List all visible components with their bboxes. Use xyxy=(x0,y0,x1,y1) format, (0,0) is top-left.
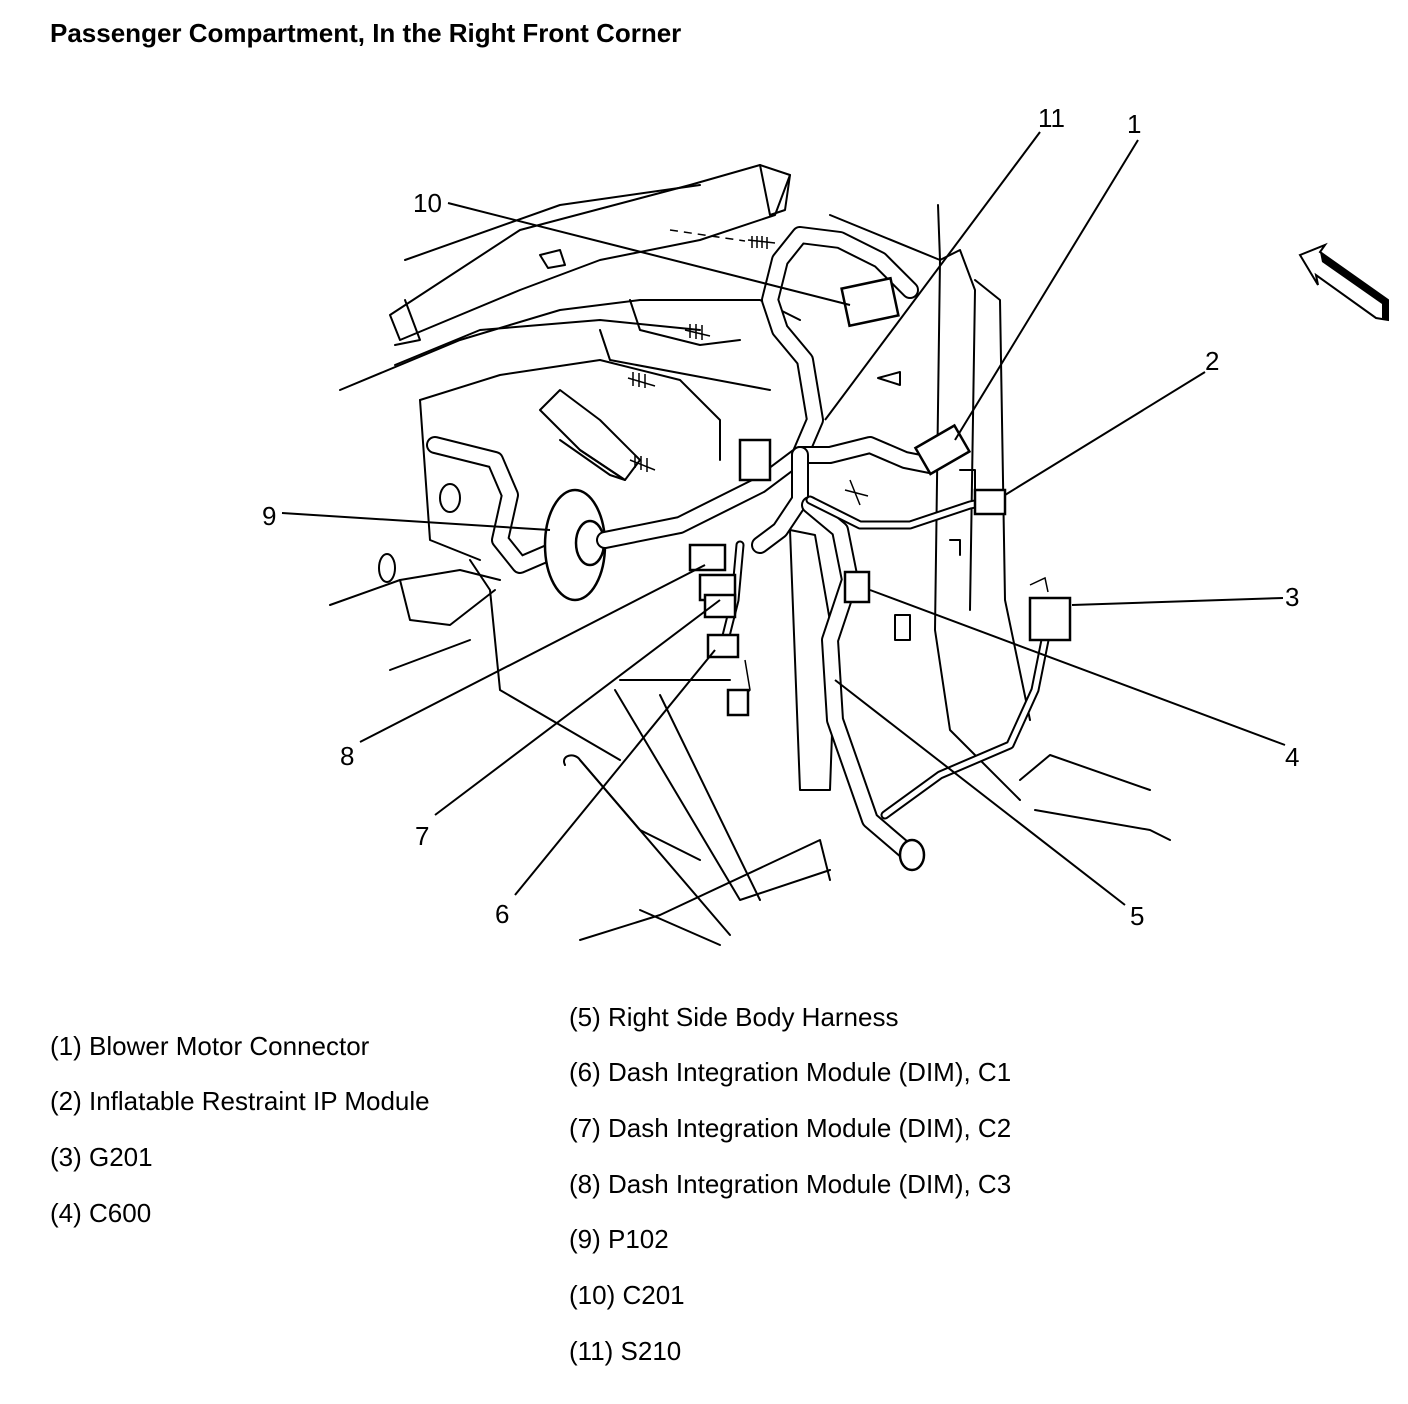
callout-10: 10 xyxy=(413,188,442,218)
legend-item-9: (9) P102 xyxy=(569,1224,669,1254)
legend-item-10: (10) C201 xyxy=(569,1280,685,1310)
legend-item-4: (4) C600 xyxy=(50,1198,152,1228)
legend-item-8: (8) Dash Integration Module (DIM), C3 xyxy=(569,1169,1012,1199)
legend-item-6: (6) Dash Integration Module (DIM), C1 xyxy=(569,1057,1012,1087)
legend-item-1: (1) Blower Motor Connector xyxy=(50,1031,370,1061)
direction-arrow-icon xyxy=(1298,242,1389,322)
legend-item-7: (7) Dash Integration Module (DIM), C2 xyxy=(569,1113,1012,1143)
callout-7: 7 xyxy=(415,821,429,851)
wiring-harness xyxy=(426,226,1050,872)
page-title: Passenger Compartment, In the Right Fron… xyxy=(50,18,682,48)
body-structure xyxy=(329,164,1171,946)
callout-8: 8 xyxy=(340,741,354,771)
callout-11: 11 xyxy=(1038,103,1065,133)
callout-1: 1 xyxy=(1127,109,1141,139)
callout-6: 6 xyxy=(495,899,509,929)
callout-3: 3 xyxy=(1285,582,1299,612)
legend-item-5: (5) Right Side Body Harness xyxy=(569,1002,899,1032)
wiring-diagram: 1 2 3 4 5 6 7 8 9 10 11 xyxy=(262,103,1389,946)
legend-item-3: (3) G201 xyxy=(50,1142,153,1172)
callout-5: 5 xyxy=(1130,901,1144,931)
callout-2: 2 xyxy=(1205,346,1219,376)
leader-lines xyxy=(281,131,1286,906)
callout-9: 9 xyxy=(262,501,276,531)
callout-4: 4 xyxy=(1285,742,1299,772)
legend-item-11: (11) S210 xyxy=(569,1336,682,1366)
legend-item-2: (2) Inflatable Restraint IP Module xyxy=(50,1086,430,1116)
